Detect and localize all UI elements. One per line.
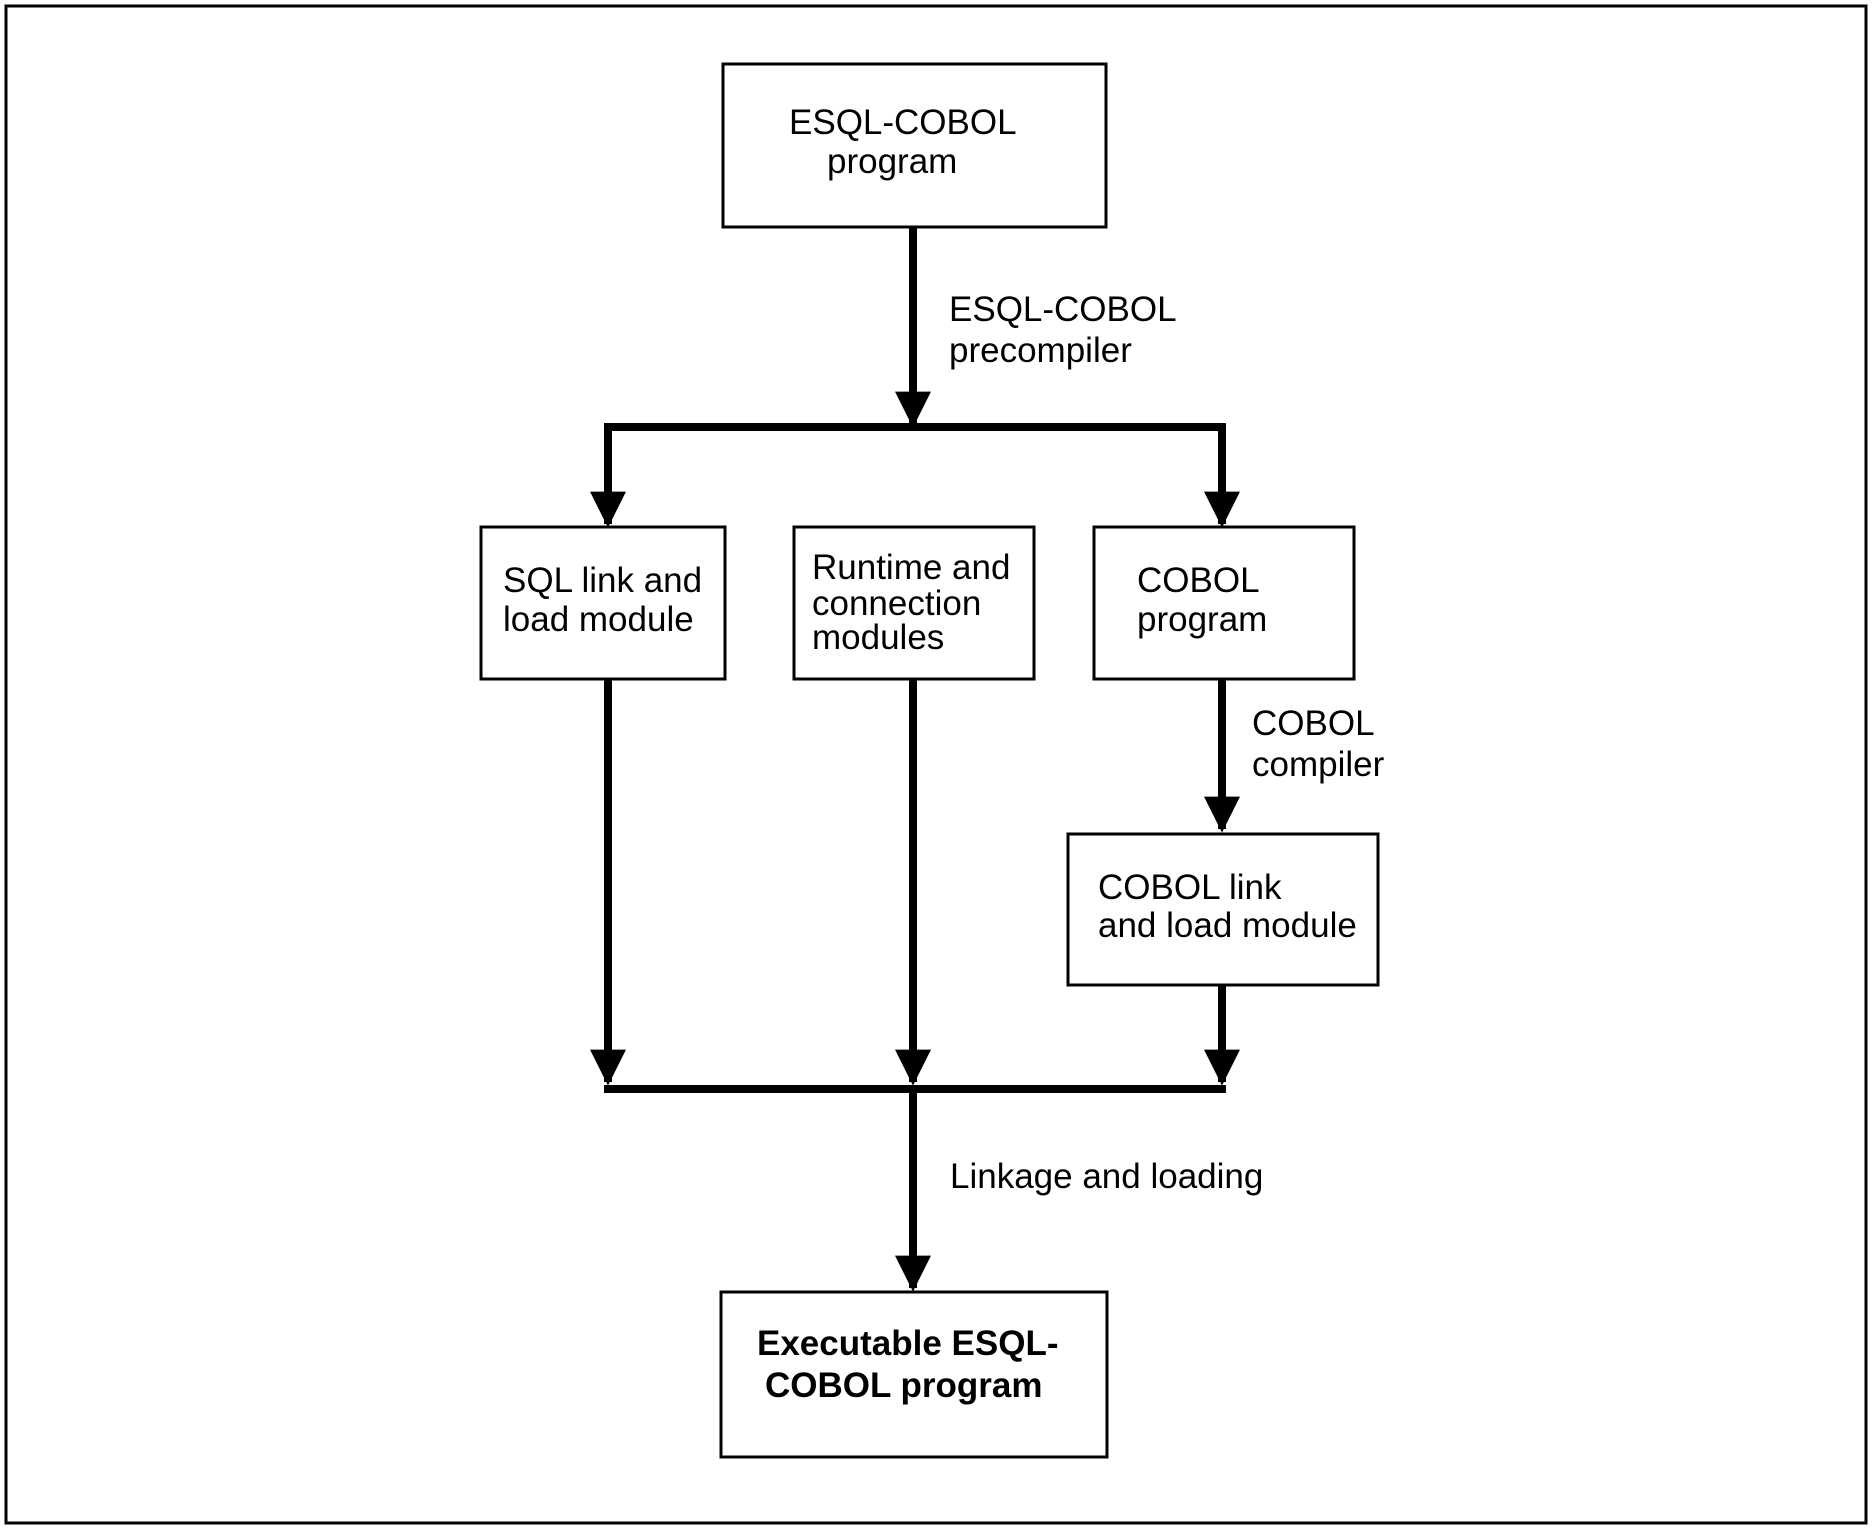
node-esql-cobol-program: ESQL-COBOL program bbox=[721, 62, 1108, 229]
node-executable-esql-cobol-program-label: Executable ESQL- COBOL program bbox=[757, 1324, 1068, 1405]
node-cobol-program-label: COBOL program bbox=[1137, 561, 1268, 639]
edge-label-linkage-loading: Linkage and loading bbox=[950, 1157, 1263, 1196]
edge-label-cobol-compiler: COBOL compiler bbox=[1252, 704, 1385, 784]
node-cobol-link-load-module-label: COBOL link and load module bbox=[1098, 868, 1357, 945]
node-executable-esql-cobol-program: Executable ESQL- COBOL program bbox=[719, 1290, 1109, 1459]
figure-frame bbox=[4, 4, 1868, 1525]
edge-label-precompiler: ESQL-COBOL precompiler bbox=[949, 290, 1185, 370]
node-cobol-link-load-module: COBOL link and load module bbox=[1066, 832, 1380, 987]
node-sql-link-load-module: SQL link and load module bbox=[479, 525, 727, 681]
node-cobol-program: COBOL program bbox=[1092, 525, 1356, 681]
node-runtime-connection-modules-label: Runtime and connection modules bbox=[812, 548, 1020, 657]
node-runtime-connection-modules: Runtime and connection modules bbox=[792, 525, 1036, 681]
node-sql-link-load-module-label: SQL link and load module bbox=[503, 561, 712, 639]
node-esql-cobol-program-label: ESQL-COBOL program bbox=[789, 103, 1025, 181]
